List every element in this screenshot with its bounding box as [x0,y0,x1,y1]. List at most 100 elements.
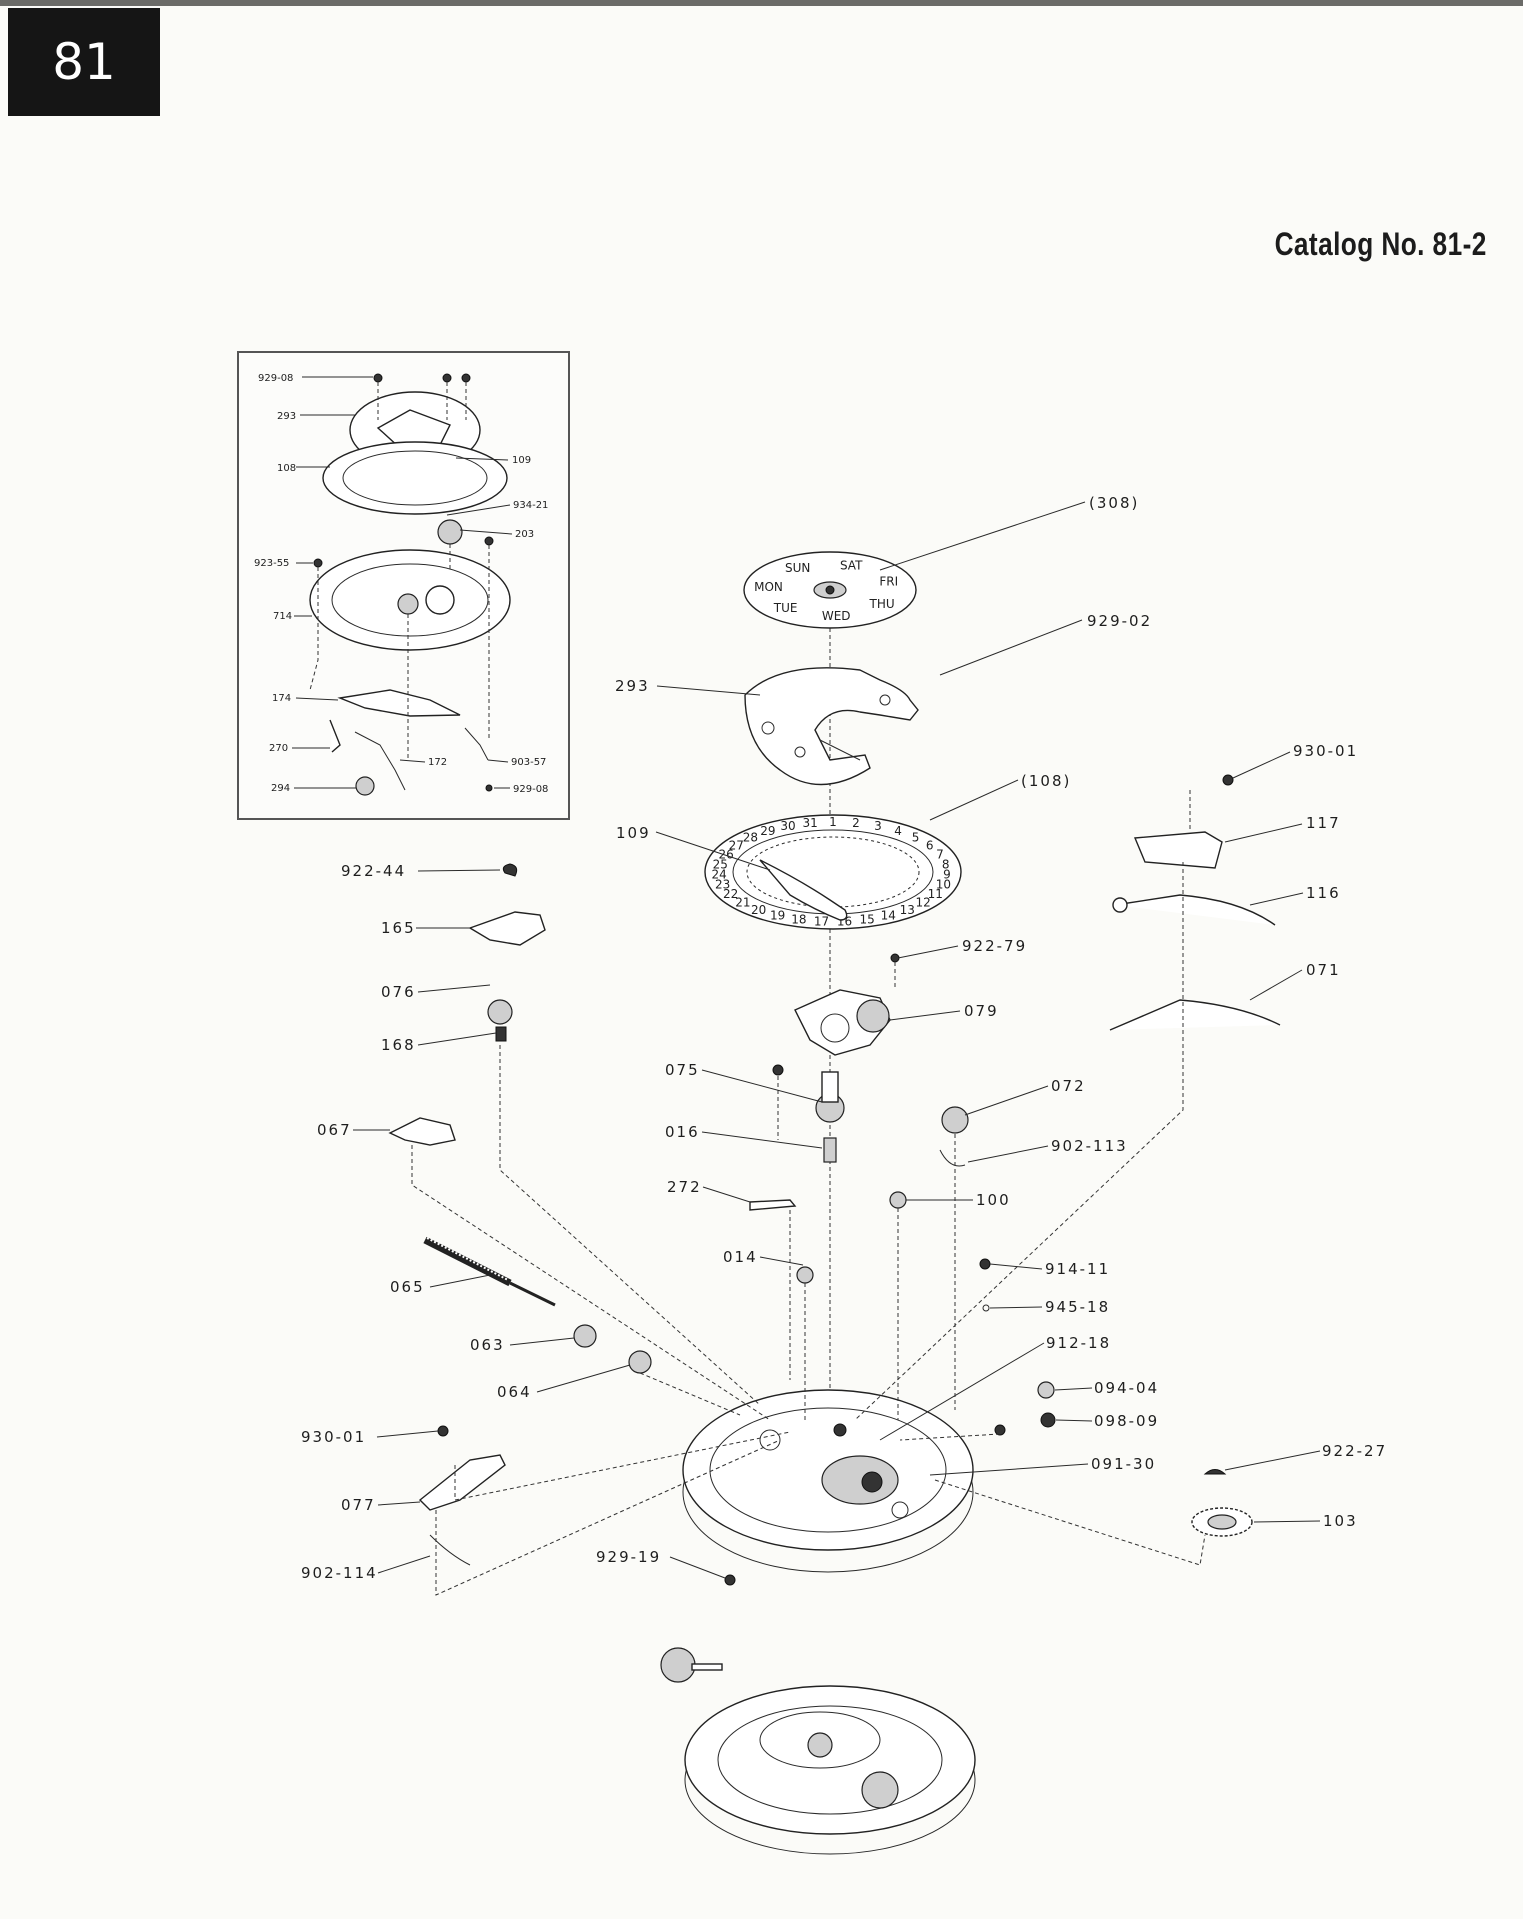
washer-945-18 [982,1304,990,1312]
label-902-114: 902-114 [301,1564,378,1582]
inset-lever-270 [329,719,341,753]
date-ring-number: 10 [936,878,951,892]
day-dial-label: MON [754,580,783,594]
wheel-100 [889,1191,907,1209]
label-094-04: 094-04 [1094,1379,1159,1397]
label-930-01-upper: 930-01 [1293,742,1358,760]
inset-screw-top-2 [442,373,452,383]
inset-label-934-21: 934-21 [513,500,548,511]
date-ring-number: 13 [900,903,915,917]
day-dial-label: TUE [773,601,798,615]
hour-wheel-pipe [821,1071,839,1103]
date-ring-number: 22 [723,887,738,901]
day-dial-label: SUN [785,561,810,575]
date-ring-number: 11 [928,887,943,901]
label-079: 079 [964,1002,999,1020]
inset-screw-top-3 [461,373,471,383]
inset-date-ring-108 [322,441,508,515]
label-063: 063 [470,1336,505,1354]
screw-930-01-upper [1222,774,1234,786]
inset-exploded-view: 929-08 293 108 109 934-21 203 923-55 714… [254,373,548,796]
inset-label-203: 203 [515,529,534,540]
date-ring-number: 25 [713,857,728,871]
inset-label-174: 174 [272,693,291,704]
assembly-guides [411,790,1206,1596]
screw-914-11 [979,1258,991,1270]
screw-922-79 [890,953,900,963]
intermediate-date-wheel-079 [794,989,891,1056]
screw-930-01-lower [437,1425,449,1437]
date-ring-number: 9 [943,868,951,882]
screw-right-plate [994,1424,1006,1436]
base-movement [682,1389,974,1573]
inset-screw-right [484,536,494,546]
inset-screw-929-08-top [373,373,383,383]
date-ring-number: 15 [859,913,874,927]
date-ring-number: 2 [852,816,860,830]
date-ring-number: 24 [711,868,726,882]
assembled-movement [660,1647,976,1855]
minute-wheel-014 [796,1266,814,1284]
lever-116-pivot [1112,897,1128,913]
inset-lever-174 [337,689,461,717]
inset-label-929-08-top: 929-08 [258,373,293,384]
plate-117 [1133,831,1223,869]
label-922-44: 922-44 [341,862,406,880]
inset-wheel-203 [437,519,463,545]
catalog-number: Catalog No. 81-2 [1274,226,1487,262]
date-driving-wheel-072 [941,1106,969,1134]
lever-071 [1109,999,1281,1031]
inset-label-293: 293 [277,411,296,422]
label-914-11: 914-11 [1045,1260,1110,1278]
inset-label-109: 109 [512,455,531,466]
date-ring-number: 18 [791,913,806,927]
label-075: 075 [665,1061,700,1079]
date-ring-number: 14 [881,909,896,923]
label-922-79: 922-79 [962,937,1027,955]
inset-label-929-08-bottom: 929-08 [513,784,548,795]
label-077: 077 [341,1496,376,1514]
day-dial-label: WED [822,609,851,623]
date-ring-number: 6 [926,839,934,853]
clutch-wheel-063 [573,1324,597,1348]
label-929-02: 929-02 [1087,612,1152,630]
lever-272 [749,1199,797,1211]
leader-lines [353,501,1321,1579]
label-945-18: 945-18 [1045,1298,1110,1316]
crown [660,1647,696,1683]
wheel-076 [487,999,513,1025]
date-ring-number: 19 [770,909,785,923]
pinion-168 [495,1026,507,1042]
crown-stem [691,1663,723,1671]
inset-spring-903-57 [464,727,489,761]
date-ring-number: 20 [751,903,766,917]
inset-center-pinion [397,593,419,615]
day-dial-label: THU [869,597,895,611]
label-067: 067 [317,1121,352,1139]
date-ring-number: 26 [718,848,733,862]
part-094-04 [1037,1381,1055,1399]
date-ring-number: 7 [936,848,944,862]
label-091-30: 091-30 [1091,1455,1156,1473]
date-ring-number: 30 [780,819,795,833]
page-number: 81 [52,33,116,91]
date-ring-number: 17 [814,915,829,929]
inset-label-903-57: 903-57 [511,757,546,768]
lever-116 [1114,894,1276,926]
inset-date-ring-inner [342,450,488,506]
yoke-067 [388,1117,456,1146]
screw-plate-left [772,1064,784,1076]
inset-wheel-294 [355,776,375,796]
label-912-18: 912-18 [1046,1334,1111,1352]
inset-screw-923-55 [313,558,323,568]
date-ring-number: 1 [829,815,837,829]
label-117: 117 [1306,814,1341,832]
inset-main-plate-inner [331,563,489,637]
label-014: 014 [723,1248,758,1266]
inset-label-923-55: 923-55 [254,558,289,569]
